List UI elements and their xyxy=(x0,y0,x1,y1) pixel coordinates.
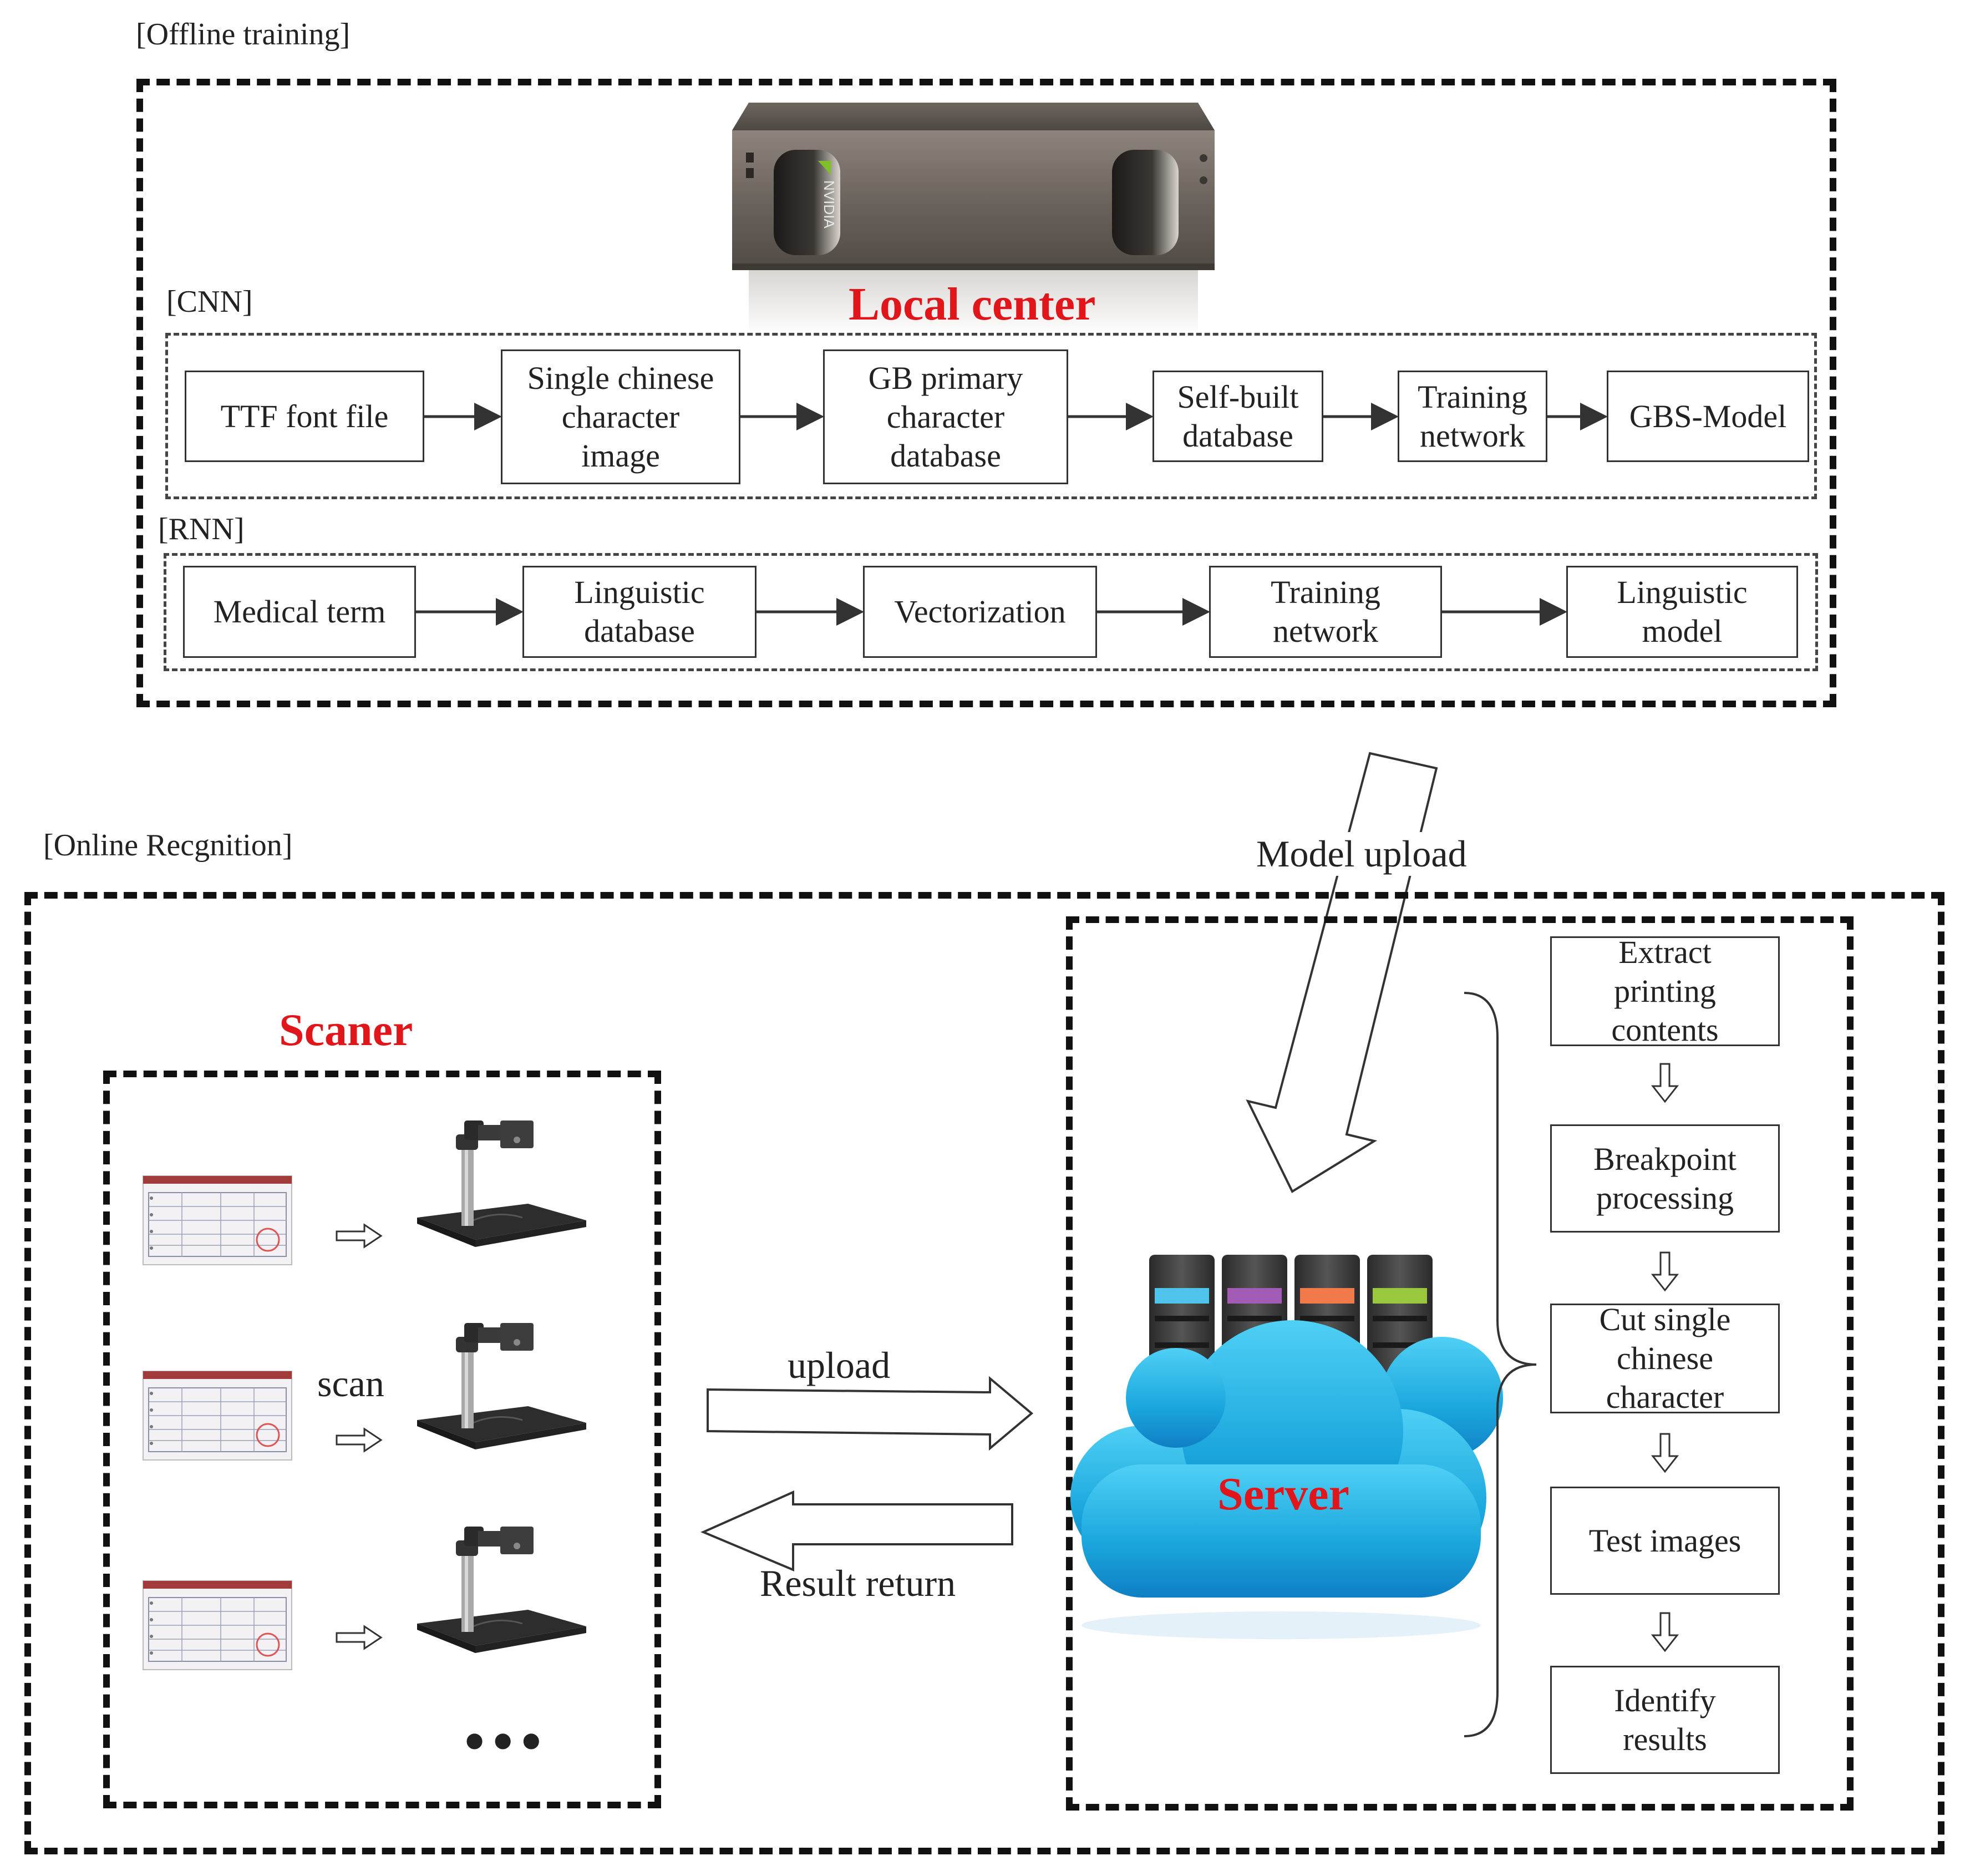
more-scanners-indicator: ••• xyxy=(460,1717,546,1768)
cnn-step-single-character-image: Single chinese character image xyxy=(501,349,740,484)
rnn-pipeline-frame xyxy=(164,553,1818,671)
server-step-cut-single-character: Cut single chinese character xyxy=(1550,1301,1780,1415)
cnn-step-gbs-model: GBS-Model xyxy=(1607,371,1809,462)
cloud-shape xyxy=(1070,1320,1503,1598)
server-step-identify-results: Identify results xyxy=(1550,1666,1780,1774)
model-upload-label: Model upload xyxy=(1256,832,1467,876)
online-section-label: [Online Recgnition] xyxy=(43,828,293,863)
cnn-pipeline-frame xyxy=(165,333,1817,499)
server-step-extract-printing-contents: Extract printing contents xyxy=(1550,934,1780,1048)
upload-label: upload xyxy=(788,1344,891,1386)
local-center-title: Local center xyxy=(849,278,1096,330)
server-frame xyxy=(1066,916,1854,1811)
down-arrow-1 xyxy=(1652,1063,1678,1103)
rnn-label: [RNN] xyxy=(158,512,245,546)
cnn-step-training-network: Training network xyxy=(1398,371,1547,462)
scanner-title: Scaner xyxy=(279,1005,413,1055)
down-arrow-4 xyxy=(1652,1612,1678,1652)
cnn-label: [CNN] xyxy=(166,285,253,319)
offline-training-frame xyxy=(136,79,1836,707)
gpu-server-image: NVIDIA xyxy=(699,97,1248,336)
online-recognition-frame xyxy=(24,892,1944,1854)
svg-text:NVIDIA: NVIDIA xyxy=(821,180,837,229)
offline-section-label: [Offline training] xyxy=(136,17,351,52)
result-return-label: Result return xyxy=(760,1562,956,1604)
server-title: Server xyxy=(1217,1468,1349,1520)
server-step-test-images: Test images xyxy=(1550,1487,1780,1595)
gpu-server-illustration: NVIDIA xyxy=(732,103,1215,336)
rnn-step-medical-term: Medical term xyxy=(183,566,416,658)
server-step-breakpoint-processing: Breakpoint processing xyxy=(1550,1124,1780,1233)
scanner-frame xyxy=(103,1071,661,1808)
cnn-step-self-built-database: Self-built database xyxy=(1152,371,1323,462)
rnn-step-training-network: Training network xyxy=(1209,566,1442,658)
rnn-step-linguistic-database: Linguistic database xyxy=(522,566,756,658)
down-arrow-2 xyxy=(1652,1251,1678,1291)
result-return-arrow xyxy=(700,1490,1013,1572)
down-arrow-3 xyxy=(1652,1433,1678,1473)
cnn-step-ttf-font-file: TTF font file xyxy=(185,371,424,462)
upload-arrow xyxy=(707,1376,1034,1451)
rnn-step-vectorization: Vectorization xyxy=(863,566,1097,658)
scan-label: scan xyxy=(317,1362,384,1405)
